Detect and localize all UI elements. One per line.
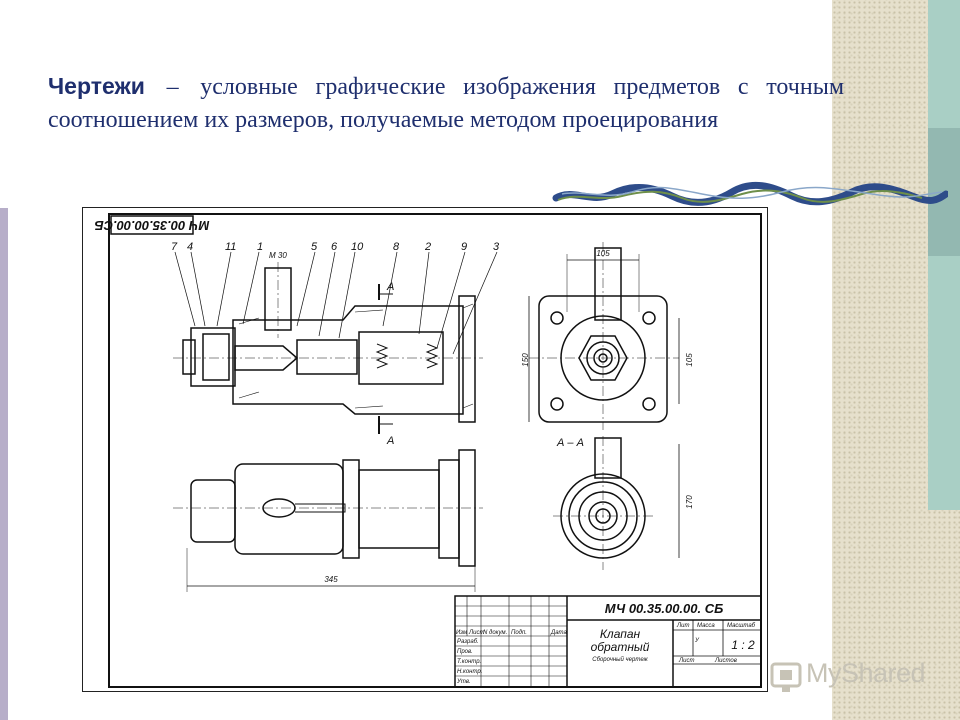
dimensions-section: 170 [678,444,694,558]
dimensions-length: 345 [186,548,476,592]
section-mark-bottom: А [386,435,394,447]
end-view-top [529,242,679,430]
callout-5: 5 [311,241,318,253]
tb-name-line1: Клапан [600,627,641,641]
heading-definition: условные графические изображения предмет… [48,74,845,133]
tb-row-nkontr: Н.контр. [457,669,482,675]
tb-scale-value: 1 : 2 [731,638,755,652]
sectional-view [173,262,483,423]
watermark-text: MyShared [806,658,926,688]
tb-name-line2: обратный [591,640,650,654]
technical-drawing-sheet: МЧ 00.35.00.00.СБ 7 4 11 1 5 6 10 8 2 9 … [82,207,768,692]
callout-6: 6 [331,241,338,253]
tb-mass-label: Масса [697,623,715,629]
tb-lit-value: У [694,638,700,644]
assembly-drawing: МЧ 00.35.00.00.СБ 7 4 11 1 5 6 10 8 2 9 … [94,213,762,688]
callout-8: 8 [393,241,400,253]
left-accent-bar [0,208,8,720]
callout-1: 1 [257,241,263,253]
part-number-callouts: 7 4 11 1 5 6 10 8 2 9 3 [171,241,500,355]
heading-dash: – [166,74,179,100]
decorative-squiggle-underline [552,181,948,206]
tb-scale-label: Масштаб [727,623,756,629]
callout-7: 7 [171,241,178,253]
dim-width-top: 105 [596,249,610,258]
tb-row-tkontr: Т.контр. [457,659,481,665]
dim-height-section: 170 [685,495,694,509]
dim-height-right: 105 [685,353,694,367]
tb-doc-code: МЧ 00.35.00.00. СБ [605,601,724,616]
dim-height-left: 150 [521,353,530,367]
slide-heading: Чертежи – условные графические изображен… [48,70,844,137]
callout-9: 9 [461,241,467,253]
callout-10: 10 [351,241,364,253]
rotated-stamp-box [110,215,194,235]
tb-col-izm: Изм [456,630,467,636]
tb-row-utv: Утв. [456,679,471,685]
external-view [173,449,483,567]
tb-col-doc: N докум. [483,630,507,636]
dim-overall-length: 345 [324,575,338,584]
rotated-stamp-code: МЧ 00.35.00.00.СБ [94,218,209,233]
tb-doc-type: Сборочный чертеж [592,656,648,663]
tb-row-razrab: Разраб. [457,639,479,645]
tb-col-sign: Подп. [511,630,527,636]
tb-col-date: Дата [550,630,567,636]
callout-2: 2 [424,241,431,253]
tb-lit-label: Лит [676,623,689,629]
callout-3: 3 [493,241,500,253]
tb-sheet-label: Лист [678,658,694,664]
section-markers: А А [378,281,394,447]
section-label: А – А [556,437,584,449]
thread-label: М 30 [269,251,287,260]
section-mark-top: А [386,281,394,293]
tb-sheets-label: Листов [714,658,737,664]
callout-4: 4 [187,241,193,253]
heading-lead-term: Чертежи [48,73,145,99]
dimensions-top: 105 150 105 [521,249,694,422]
callout-11: 11 [225,241,236,253]
title-block: Изм Лист N докум. Подп. Дата Разраб. Про… [454,595,762,688]
tb-col-list: Лист [468,630,484,636]
watermark-logo-icon [770,662,802,692]
section-view-a-a [553,436,655,570]
tb-row-prov: Пров. [457,649,473,655]
inner-frame [108,213,762,688]
